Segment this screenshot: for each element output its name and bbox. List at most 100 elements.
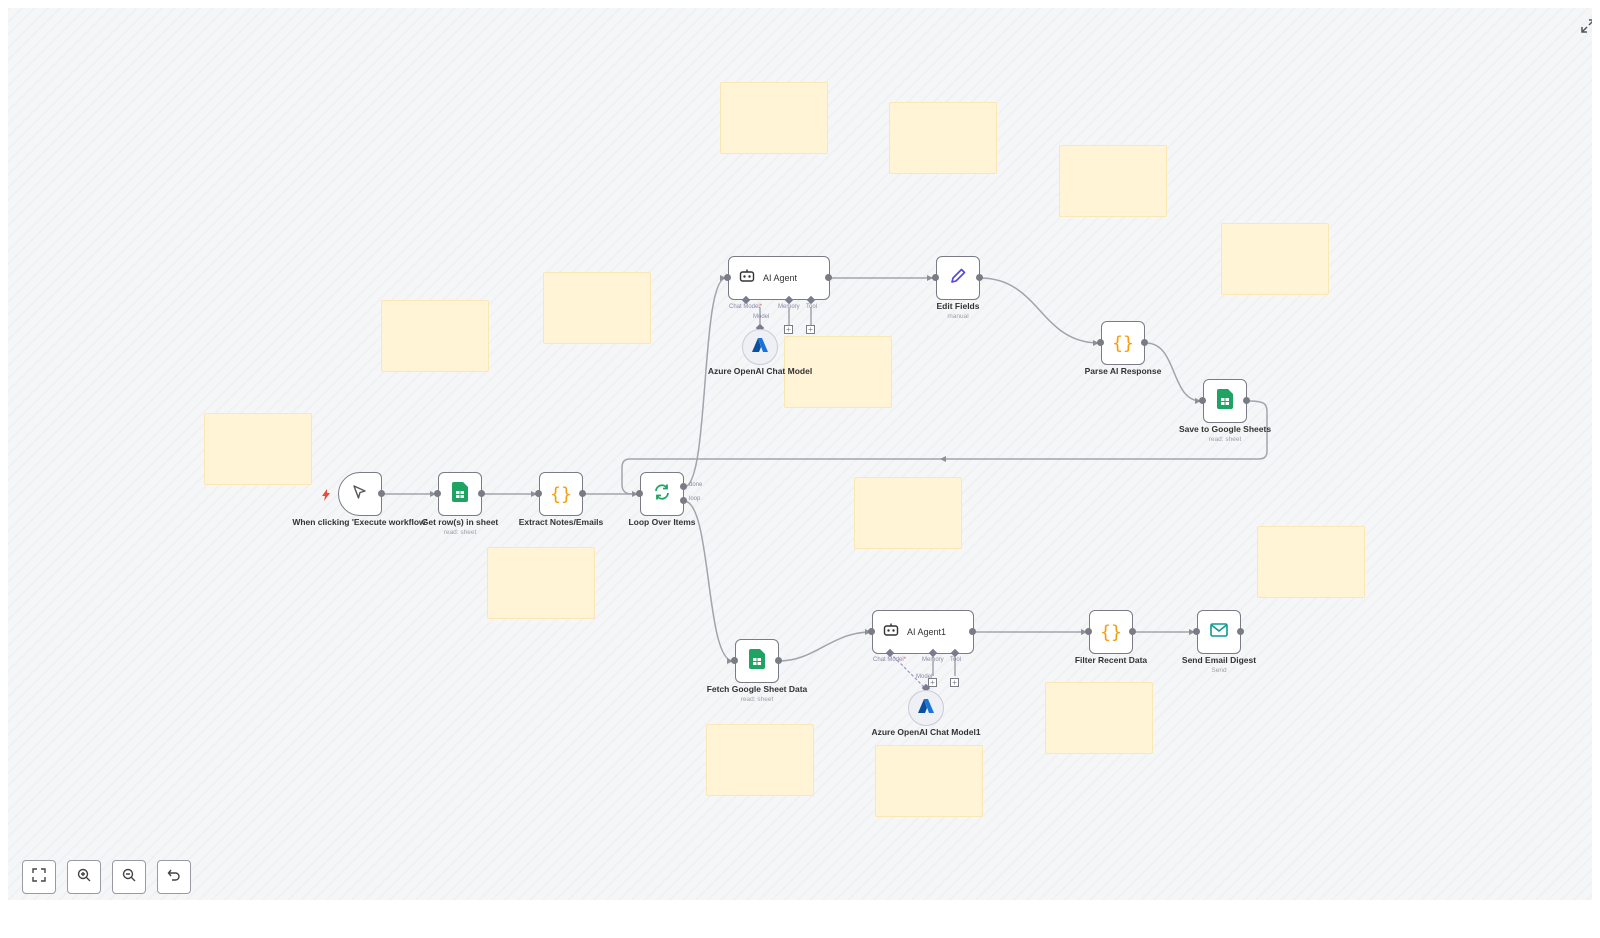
port-label-chat-model: Chat Model*	[873, 657, 907, 663]
input-handle[interactable]	[1193, 628, 1200, 635]
envelope-icon	[1210, 622, 1228, 642]
node-label: Send Email Digest	[1181, 655, 1257, 665]
sticky-note[interactable]	[1059, 145, 1167, 217]
add-tool-button[interactable]: +	[950, 678, 959, 687]
output-handle[interactable]	[825, 274, 832, 281]
input-handle[interactable]	[724, 274, 731, 281]
sticky-note[interactable]	[204, 413, 312, 485]
input-handle[interactable]	[636, 490, 643, 497]
sticky-note[interactable]	[1045, 682, 1153, 754]
refresh-icon	[653, 483, 671, 506]
output-handle[interactable]	[1141, 339, 1148, 346]
node-loop-over-items[interactable]	[640, 472, 684, 516]
node-subtitle: read: sheet	[443, 529, 477, 536]
node-subtitle: Send	[1211, 667, 1227, 674]
add-memory-button[interactable]: +	[928, 678, 937, 687]
node-filter-recent-data[interactable]: {}	[1089, 610, 1133, 654]
workflow-canvas[interactable]	[8, 8, 1592, 900]
input-handle[interactable]	[1199, 397, 1206, 404]
output-label-done: done	[689, 482, 703, 488]
fit-view-icon	[32, 867, 46, 887]
node-label: Extract Notes/Emails	[518, 517, 604, 527]
add-memory-button[interactable]: +	[784, 325, 793, 334]
input-handle[interactable]	[434, 490, 441, 497]
google-sheets-icon	[1217, 388, 1233, 414]
input-handle[interactable]	[1085, 628, 1092, 635]
zoom-in-button[interactable]	[67, 860, 101, 894]
code-braces-icon: {}	[1100, 621, 1122, 643]
add-tool-button[interactable]: +	[806, 325, 815, 334]
node-extract-notes-emails[interactable]: {}	[539, 472, 583, 516]
node-label: When clicking 'Execute workflow'	[292, 517, 428, 527]
node-ai-agent1[interactable]: AI Agent1	[872, 610, 974, 654]
sticky-note[interactable]	[381, 300, 489, 372]
input-handle[interactable]	[868, 628, 875, 635]
node-manual-trigger[interactable]	[338, 472, 382, 516]
sticky-note[interactable]	[706, 724, 814, 796]
output-handle[interactable]	[1129, 628, 1136, 635]
output-handle[interactable]	[378, 490, 385, 497]
node-ai-agent[interactable]: AI Agent	[728, 256, 830, 300]
output-handle[interactable]	[976, 274, 983, 281]
google-sheets-icon	[749, 648, 765, 674]
pencil-icon	[949, 267, 967, 290]
node-fetch-google-sheet-data[interactable]	[735, 639, 779, 683]
sticky-note[interactable]	[720, 82, 828, 154]
node-label: Filter Recent Data	[1074, 655, 1148, 665]
output-handle-done[interactable]	[680, 483, 687, 490]
robot-icon	[883, 623, 899, 642]
node-get-rows-in-sheet[interactable]	[438, 472, 482, 516]
input-handle[interactable]	[535, 490, 542, 497]
output-handle-loop[interactable]	[680, 497, 687, 504]
zoom-to-fit-button[interactable]	[22, 860, 56, 894]
output-label-loop: loop	[689, 496, 701, 502]
output-handle[interactable]	[579, 490, 586, 497]
zoom-out-button[interactable]	[112, 860, 146, 894]
model-connection-label: Model	[753, 314, 770, 320]
node-label: Parse AI Response	[1084, 366, 1162, 376]
agent-title: AI Agent	[763, 273, 798, 283]
output-handle[interactable]	[1243, 397, 1250, 404]
node-save-to-google-sheets[interactable]	[1203, 379, 1247, 423]
expand-icon[interactable]	[1580, 18, 1592, 34]
node-label: Loop Over Items	[628, 517, 696, 527]
node-label: Edit Fields	[936, 301, 980, 311]
input-handle[interactable]	[932, 274, 939, 281]
sticky-note[interactable]	[1257, 526, 1365, 598]
zoom-out-icon	[122, 868, 136, 887]
node-label: Fetch Google Sheet Data	[706, 684, 808, 694]
agent-title: AI Agent1	[907, 627, 947, 637]
trigger-bolt-icon	[322, 488, 330, 506]
azure-icon	[918, 698, 934, 718]
sticky-note[interactable]	[543, 272, 651, 344]
node-subtitle: manual	[947, 313, 969, 320]
sticky-note[interactable]	[784, 336, 892, 408]
node-label: Get row(s) in sheet	[421, 517, 499, 527]
sticky-note[interactable]	[889, 102, 997, 174]
model-connection-label: Model	[916, 674, 933, 680]
output-handle[interactable]	[969, 628, 976, 635]
port-label-memory: Memory	[778, 304, 800, 310]
sticky-note[interactable]	[487, 547, 595, 619]
reset-zoom-button[interactable]	[157, 860, 191, 894]
code-braces-icon: {}	[550, 483, 572, 505]
sticky-note[interactable]	[1221, 223, 1329, 295]
node-send-email-digest[interactable]	[1197, 610, 1241, 654]
sticky-note[interactable]	[854, 477, 962, 549]
cursor-pointer-icon	[351, 483, 369, 506]
node-azure-openai-chat-model1[interactable]	[908, 690, 944, 726]
sticky-note[interactable]	[875, 745, 983, 817]
port-label-chat-model: Chat Model*	[729, 304, 763, 310]
node-azure-openai-chat-model[interactable]	[742, 329, 778, 365]
output-handle[interactable]	[775, 657, 782, 664]
node-subtitle: read: sheet	[1208, 436, 1242, 443]
output-handle[interactable]	[1237, 628, 1244, 635]
node-edit-fields[interactable]	[936, 256, 980, 300]
node-parse-ai-response[interactable]: {}	[1101, 321, 1145, 365]
output-handle[interactable]	[478, 490, 485, 497]
input-handle[interactable]	[731, 657, 738, 664]
node-label: Save to Google Sheets	[1178, 424, 1272, 434]
zoom-in-icon	[77, 868, 91, 887]
input-handle[interactable]	[1097, 339, 1104, 346]
node-subtitle: read: sheet	[740, 696, 774, 703]
